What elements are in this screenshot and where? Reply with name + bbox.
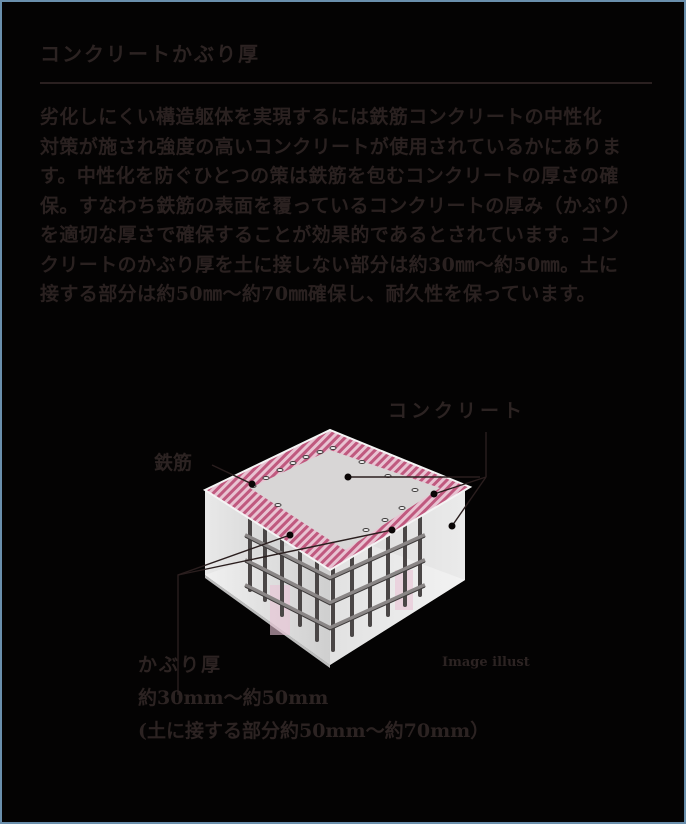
label-cover-range: 約30mm～約50mm xyxy=(138,687,329,709)
title-divider xyxy=(40,82,652,84)
body-line: 劣化しにくい構造躯体を実現するには鉄筋コンクリートの中性化 xyxy=(40,106,603,128)
leader-lines xyxy=(177,432,487,695)
body-line: 接する部分は約50㎜～約70㎜確保し、耐久性を保っています。 xyxy=(40,283,597,305)
body-line: 保。すなわち鉄筋の表面を覆っているコンクリートの厚み（かぶり） xyxy=(40,194,641,217)
label-cover-thickness: かぶり厚 xyxy=(138,654,223,676)
cover-thickness-top xyxy=(202,428,473,572)
body-line: す。中性化を防ぐひとつの策は鉄筋を包むコンクリートの厚さの確 xyxy=(40,165,619,187)
section-title: コンクリートかぶり厚 xyxy=(40,42,260,66)
body-paragraph: 劣化しにくい構造躯体を実現するには鉄筋コンクリートの中性化 対策が施され強度の高… xyxy=(40,103,658,310)
label-rebar: 鉄筋 xyxy=(154,452,193,474)
illustration-note: Image illust xyxy=(442,655,530,670)
body-line: 対策が施され強度の高いコンクリートが使用されているかにありま xyxy=(40,135,622,158)
body-line: を適切な厚さで確保することが効果的であるとされています。コン xyxy=(40,224,620,246)
label-concrete: コンクリート xyxy=(388,400,527,422)
body-line: クリートのかぶり厚を土に接しない部分は約30㎜～約50㎜。土に xyxy=(40,253,619,276)
label-cover-soil-contact: (土に接する部分約50mm～約70mm） xyxy=(138,720,490,742)
